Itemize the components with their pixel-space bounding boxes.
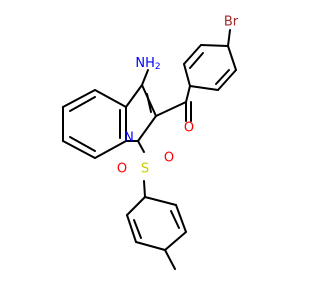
sulfonyl-oxygen-left-label: O: [117, 162, 127, 177]
sulfur-label: S: [141, 162, 149, 177]
sulfonyl-oxygen-right-label: O: [164, 151, 174, 166]
bond-lines: [62, 29, 237, 270]
ketone-oxygen-label: O: [184, 121, 194, 136]
bromine-label: Br: [224, 15, 239, 30]
chemical-structure: NH2 Br N O S O O: [62, 15, 239, 270]
indole-nitrogen-label: N: [124, 131, 134, 146]
amino-nh2-label: NH2: [135, 56, 160, 73]
